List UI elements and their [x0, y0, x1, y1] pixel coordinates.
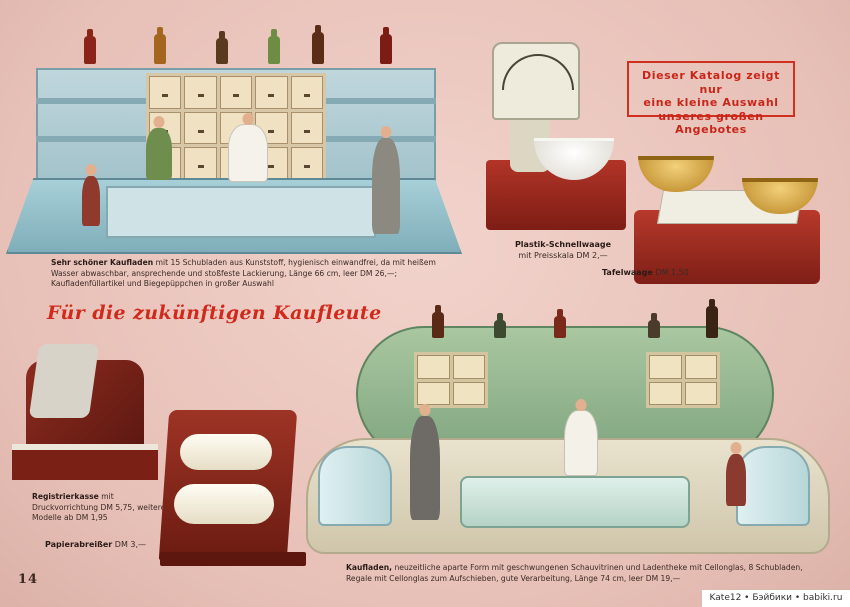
register-keys-icon	[28, 344, 100, 418]
shop-front-counter	[106, 186, 376, 238]
notice-line: Dieser Katalog zeigt nur	[641, 69, 781, 96]
drawer	[684, 355, 717, 379]
drawer	[149, 76, 182, 109]
drawer	[290, 76, 323, 109]
drawer-grid	[414, 352, 488, 408]
caption-plastic-scale: Plastik-Schnellwaage mit Preisskala DM 2…	[498, 240, 628, 261]
display-vitrine	[736, 446, 810, 526]
child-figure	[726, 442, 746, 506]
register-drawer	[12, 444, 158, 480]
drawer	[649, 355, 682, 379]
scale-dial-icon	[492, 42, 580, 120]
drawer	[255, 76, 288, 109]
dispenser-foot	[160, 552, 306, 566]
caption-title: Kaufladen,	[346, 563, 393, 572]
drawer	[452, 355, 485, 379]
drawer	[219, 76, 253, 109]
customer-figure	[146, 116, 172, 180]
paper-roll-icon	[174, 484, 274, 524]
notice-line: eine kleine Auswahl	[643, 96, 779, 109]
caption-table-scale: Tafelwaage DM 1,50	[602, 268, 722, 279]
bottle-icon	[554, 309, 566, 338]
bottle-icon	[84, 29, 96, 64]
display-vitrine	[318, 446, 392, 526]
cash-register-image	[12, 338, 158, 482]
child-figure	[82, 164, 100, 226]
caption-title: Tafelwaage	[602, 268, 653, 277]
drawer	[417, 381, 450, 405]
figure-head	[242, 113, 254, 125]
figure-head	[730, 442, 742, 454]
bottle-icon	[312, 25, 324, 64]
drawer	[184, 111, 217, 145]
figure-head	[419, 404, 431, 416]
shopkeeper-figure	[228, 113, 268, 182]
caption-title: Registrierkasse	[32, 492, 99, 501]
caption-text: mit Druckvorrichtung DM 5,75, weitere Mo…	[32, 492, 166, 522]
page-number: 14	[18, 572, 39, 587]
drawer-grid	[646, 352, 720, 408]
plastic-scale-image	[482, 42, 630, 238]
drawer	[290, 147, 323, 180]
bottle-icon	[268, 29, 280, 64]
center-counter	[460, 476, 690, 528]
watermark: Kate12 • Бэйбики • babiki.ru	[702, 590, 850, 607]
drawer	[417, 355, 450, 379]
shopkeeper-figure	[564, 399, 598, 476]
caption-green-shop: Kaufladen, neuzeitliche aparte Form mit …	[346, 563, 816, 584]
customer-figure	[372, 126, 400, 234]
caption-text: DM 3,—	[114, 540, 147, 549]
drawer	[290, 111, 323, 145]
caption-paper-dispenser: Papierabreißer DM 3,—	[45, 540, 185, 551]
figure-head	[380, 126, 392, 138]
bottle-icon	[216, 31, 228, 64]
bottle-icon	[154, 27, 166, 64]
caption-text: neuzeitliche aparte Form mit geschwungen…	[346, 563, 803, 583]
figure-head	[575, 399, 587, 411]
jar-icon	[648, 313, 660, 338]
caption-title: Sehr schöner Kaufladen	[51, 258, 154, 267]
figure-head	[85, 164, 97, 176]
bottle-icon	[706, 299, 718, 338]
caption-text: DM 1,50	[655, 268, 689, 277]
caption-title: Plastik-Schnellwaage	[514, 240, 612, 249]
blue-toy-shop-image	[6, 25, 462, 254]
bottle-icon	[432, 305, 444, 338]
drawer	[184, 76, 217, 109]
customer-figure	[410, 404, 440, 520]
green-toy-shop-image	[306, 298, 830, 554]
bottle-icon	[380, 27, 392, 64]
caption-title: Papierabreißer	[45, 540, 113, 549]
caption-text: mit Preisskala DM 2,—	[518, 250, 608, 260]
drawer	[649, 381, 682, 405]
paper-roll-icon	[180, 434, 272, 470]
drawer	[184, 147, 217, 180]
scale-pan-icon	[638, 156, 714, 192]
notice-line: unseres großen Angebotes	[658, 109, 764, 137]
drawer	[684, 381, 717, 405]
drawer	[452, 381, 485, 405]
jar-icon	[494, 313, 506, 338]
figure-head	[153, 116, 165, 128]
section-heading: Für die zukünftigen Kaufleute	[47, 302, 382, 324]
paper-dispenser-image	[158, 400, 306, 570]
caption-blue-shop: Sehr schöner Kaufladen mit 15 Schubladen…	[51, 258, 451, 290]
caption-text: mit 15 Schubladen aus Kunststoff, hygien…	[51, 258, 436, 288]
notice-box: Dieser Katalog zeigt nur eine kleine Aus…	[627, 61, 795, 136]
table-scale-image	[630, 150, 826, 290]
drawer-grid	[146, 73, 326, 183]
caption-register: Registrierkasse mit Druckvorrichtung DM …	[32, 492, 172, 524]
